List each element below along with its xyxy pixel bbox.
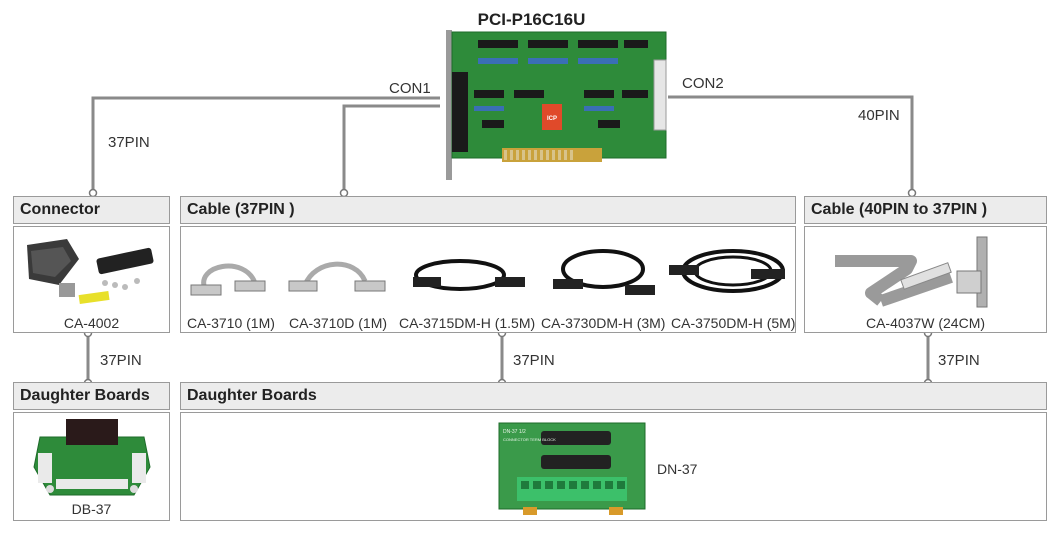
board-title: PCI-P16C16U <box>477 10 586 29</box>
ca-4002-caption: CA-4002 <box>63 315 120 331</box>
dn-37-silk-sub: CONNECTOR TERM BLOCK <box>503 437 556 442</box>
ca-3750dm-h-image <box>669 249 785 293</box>
connector-header: Connector <box>13 196 170 224</box>
ca-4037w-caption: CA-4037W (24CM) <box>865 315 986 331</box>
ca-3750dm-h-caption: CA-3750DM-H (5M) <box>671 315 796 331</box>
cable37-images <box>190 249 785 296</box>
ca-3715dm-h-image <box>413 259 525 291</box>
pin37-left-label: 37PIN <box>100 352 142 369</box>
ca-4002-image <box>27 239 154 305</box>
pci-card-image: ICP <box>446 30 667 180</box>
ca-3715dm-h-caption: CA-3715DM-H (1.5M) <box>399 315 536 331</box>
pin37-middle-label: 37PIN <box>513 352 555 369</box>
ca-3710-image <box>190 263 266 296</box>
con2-label: CON2 <box>682 75 724 92</box>
dn-37-caption: DN-37 <box>657 461 698 477</box>
ca-3710-caption: CA-3710 (1M) <box>187 315 275 331</box>
db-37-caption: DB-37 <box>71 501 112 517</box>
cable40-header: Cable (40PIN to 37PIN ) <box>804 196 1047 224</box>
ca-3730dm-h-caption: CA-3730DM-H (3M) <box>541 315 666 331</box>
pin37-top-label: 37PIN <box>108 134 150 151</box>
daughter-main-box: DN-37 1/2 CONNECTOR TERM BLOCK DN-37 <box>180 412 1047 521</box>
ca-3710d-caption: CA-3710D (1M) <box>289 315 388 331</box>
pin37-right-label: 37PIN <box>938 352 980 369</box>
ca-3710d-image <box>288 261 386 292</box>
pin40-label: 40PIN <box>858 107 900 124</box>
cable40-box: CA-4037W (24CM) <box>804 226 1047 333</box>
con2-to-cable40-line <box>668 95 914 192</box>
con1-to-connector-line <box>91 96 440 192</box>
daughter-main-header: Daughter Boards <box>180 382 1047 410</box>
dn-37-silk-title: DN-37 1/2 <box>503 429 526 435</box>
dn-37-image: DN-37 1/2 CONNECTOR TERM BLOCK <box>498 422 646 515</box>
connector-box: CA-4002 <box>13 226 170 333</box>
svg-text:ICP: ICP <box>547 116 557 122</box>
cable37-box: CA-3710 (1M) CA-3710D (1M) CA-3715DM-H (… <box>180 226 796 333</box>
cable37-header: Cable (37PIN ) <box>180 196 796 224</box>
daughter-left-box: DB-37 <box>13 412 170 521</box>
con1-to-cable37-line <box>342 104 440 192</box>
con1-label: CON1 <box>389 80 431 97</box>
ca-3730dm-h-image <box>553 249 655 295</box>
daughter-left-header: Daughter Boards <box>13 382 170 410</box>
db-37-image <box>33 419 151 496</box>
ca-4037w-image <box>835 236 988 308</box>
